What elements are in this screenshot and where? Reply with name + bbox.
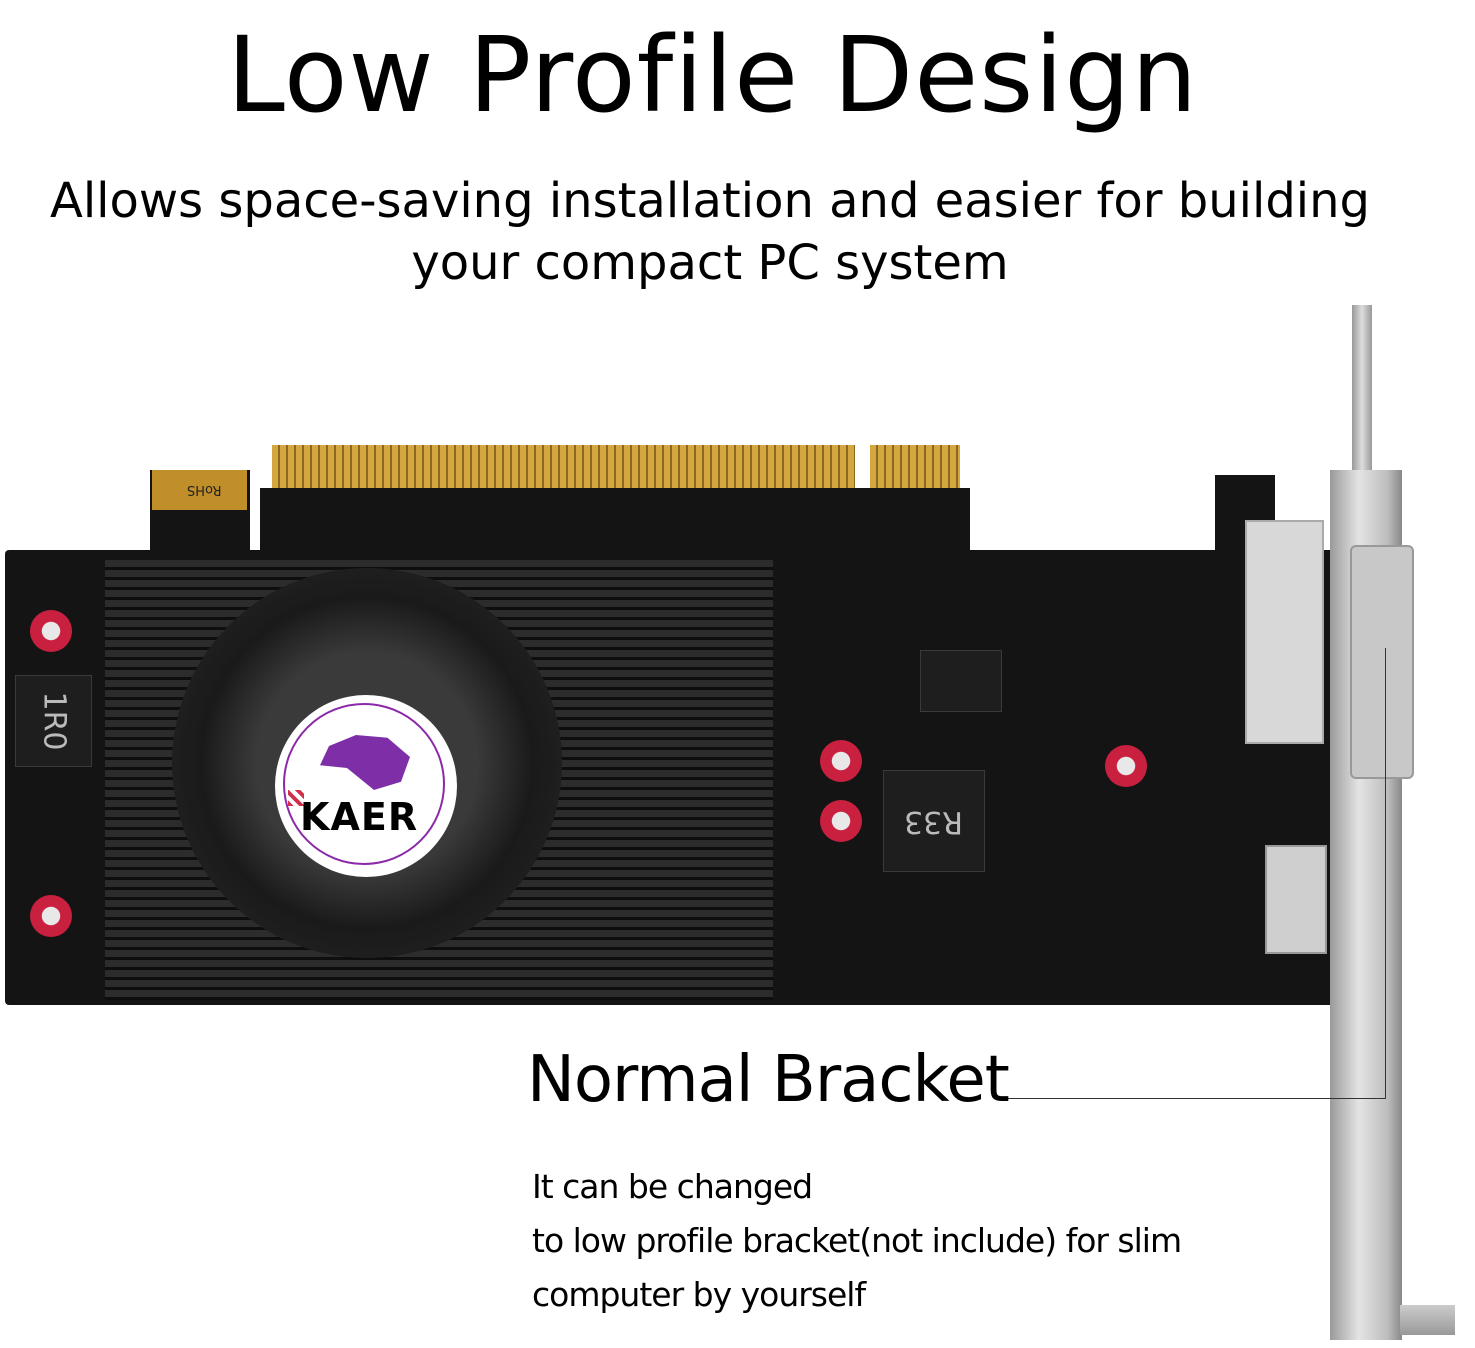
page-title: Low Profile Design	[226, 14, 1199, 136]
rohs-label: RoHS	[152, 470, 247, 510]
rohs-text: RoHS	[187, 482, 222, 497]
callout-description: It can be changed to low profile bracket…	[532, 1160, 1182, 1322]
capacitor	[30, 610, 72, 652]
callout-label: Normal Bracket	[527, 1043, 1010, 1117]
dvi-connector-shell	[1350, 545, 1414, 779]
pcb-edge	[260, 488, 970, 553]
capacitor	[820, 740, 862, 782]
subtitle-line-2: your compact PC system	[411, 235, 1009, 291]
capacitor	[820, 800, 862, 842]
capacitor	[1105, 745, 1147, 787]
capacitor	[30, 895, 72, 937]
subtitle: Allows space-saving installation and eas…	[0, 170, 1420, 294]
brand-logo-text: KAER	[300, 795, 419, 839]
inductor-1r0-text: 1R0	[36, 691, 72, 751]
logo-ring	[283, 703, 445, 865]
pcie-gold-fingers-short	[870, 445, 960, 495]
bracket-top-tab	[1352, 305, 1372, 480]
inductor-r33-text: R33	[904, 804, 964, 839]
callout-leader-line-vertical	[1385, 648, 1386, 1099]
dvi-port	[1245, 520, 1324, 744]
pcie-gold-fingers	[272, 445, 855, 495]
description-line-1: It can be changed	[532, 1167, 813, 1206]
hdmi-port	[1265, 845, 1327, 954]
description-line-3: computer by yourself	[532, 1275, 866, 1314]
pixel-dots-icon	[288, 790, 304, 806]
gpu-chip-area	[920, 650, 1002, 712]
bracket-foot	[1400, 1305, 1455, 1335]
inductor-1r0: 1R0	[15, 675, 92, 767]
callout-leader-line	[1000, 1098, 1386, 1099]
inductor-r33: R33	[883, 770, 985, 872]
subtitle-line-1: Allows space-saving installation and eas…	[49, 173, 1371, 229]
description-line-2: to low profile bracket(not include) for …	[532, 1221, 1182, 1260]
